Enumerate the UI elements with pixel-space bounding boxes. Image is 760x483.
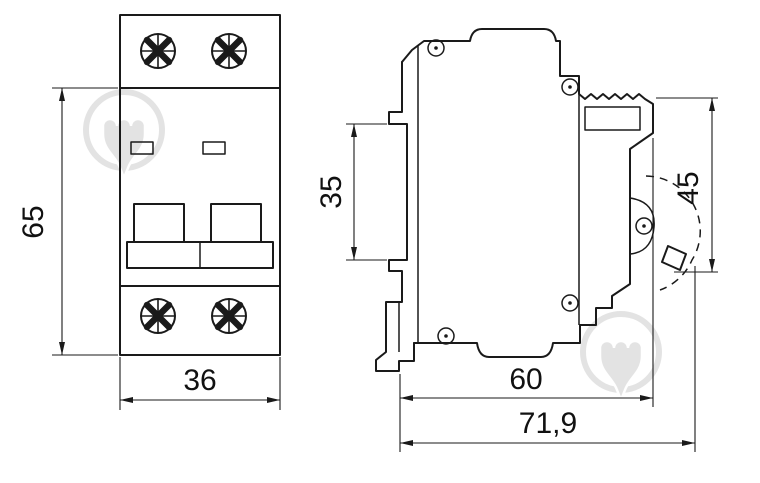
watermark-logo: [580, 311, 662, 404]
screw-terminal-icon: [140, 298, 176, 334]
side-view: [375, 28, 702, 372]
front-view: [119, 14, 281, 356]
dimension-front-height: 65: [17, 87, 118, 356]
screw-hole-icon: [561, 294, 579, 312]
screw-terminal-icon: [211, 33, 247, 69]
pole-indicator-window: [130, 141, 154, 155]
toggle-handle: [133, 203, 185, 243]
screw-terminal-icon: [211, 298, 247, 334]
dimension-total-depth: 71,9: [400, 266, 696, 452]
toggle-lever: [661, 245, 687, 271]
dimension-front-section-height: 45: [656, 97, 718, 273]
dimension-front-width-label: 36: [183, 364, 216, 397]
lever-housing-bump: [629, 197, 655, 255]
screw-hole-icon: [437, 327, 455, 345]
dimension-front-width: 36: [119, 357, 281, 410]
din-back-profile: [375, 61, 415, 372]
lever-travel-arc: [645, 175, 702, 291]
watermark-logo: [83, 89, 165, 182]
dimension-front-section-height-label: 45: [672, 171, 705, 204]
dimension-total-depth-label: 71,9: [519, 407, 577, 440]
screw-hole-icon: [561, 78, 579, 96]
toggle-handle: [210, 203, 262, 243]
screw-hole-icon: [635, 217, 653, 235]
dimension-body-depth: 60: [399, 138, 654, 452]
side-body-outline: [401, 28, 654, 358]
screw-terminal-icon: [140, 33, 176, 69]
breaker-front-outline: [119, 14, 281, 356]
dimension-din-height-label: 35: [315, 175, 348, 208]
label-window: [584, 106, 641, 131]
dimension-front-height-label: 65: [17, 205, 50, 238]
dimension-body-depth-label: 60: [509, 363, 542, 396]
screw-hole-icon: [427, 39, 445, 57]
pole-indicator-window: [202, 141, 226, 155]
dimension-din-height: 35: [315, 123, 387, 261]
